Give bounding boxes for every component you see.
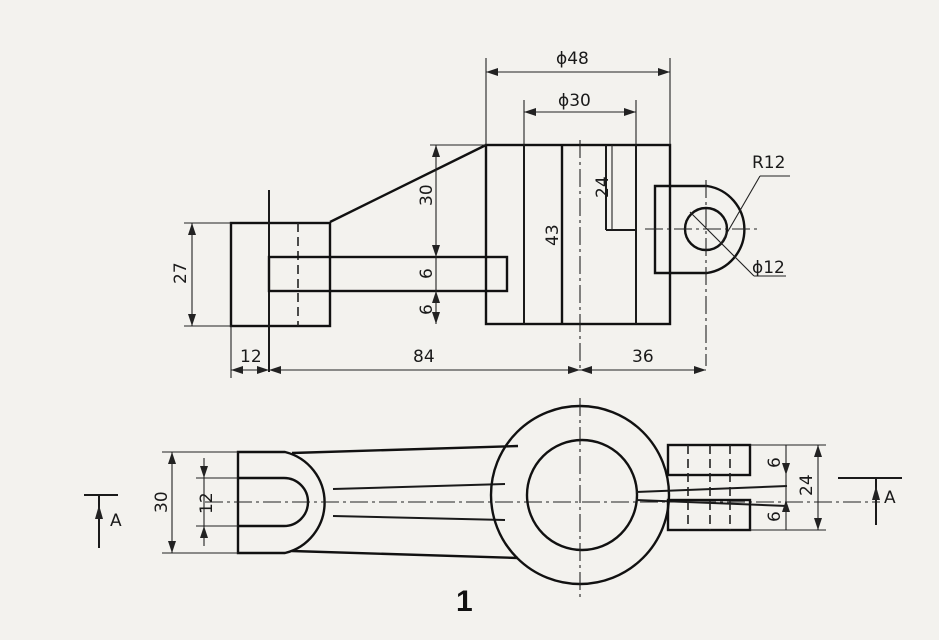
label-27: 27 [171,262,191,284]
label-phi30: ϕ30 [558,91,591,111]
rib-diagonal-line [329,143,487,224]
r12-leader [719,175,761,246]
top-label-30: 30 [152,491,172,513]
label-24: 24 [593,176,613,198]
arm-bottom-edge [291,549,519,560]
arm-inner-top-line [332,483,506,490]
label-84: 84 [413,347,435,367]
label-6-lower: 6 [417,304,437,315]
label-36: 36 [632,347,654,367]
section-label-left: A [110,511,122,531]
top-label-6-upper: 6 [765,457,785,468]
label-12: 12 [240,347,262,367]
arm-inner-bottom-line [332,515,506,521]
label-phi12: ϕ12 [752,258,785,278]
label-r12: R12 [752,153,785,173]
section-label-right: A [884,488,896,508]
top-label-24: 24 [797,474,817,496]
label-phi48: ϕ48 [556,49,589,69]
top-view: 30 12 6 6 24 A A [84,398,902,600]
label-6-upper: 6 [417,268,437,279]
boss-slot-lines [635,485,788,507]
top-label-6-lower: 6 [765,511,785,522]
top-label-12: 12 [197,492,217,514]
boss-inner-circle [525,438,639,552]
front-view: ϕ48 ϕ30 R12 ϕ12 30 24 43 27 6 6 12 84 36 [171,49,790,378]
lug-outline [653,184,746,275]
phi12-leader [689,211,755,277]
left-block-outline [229,221,332,328]
figure-number: 1 [456,585,473,618]
label-43: 43 [543,224,563,246]
label-30: 30 [417,184,437,206]
lug-block-upper [666,443,752,477]
boss-outline [484,143,672,326]
fork-outer-outline [236,450,326,555]
arm-outline [267,255,509,293]
lug-block-lower [666,498,752,532]
arm-top-edge [291,444,519,455]
